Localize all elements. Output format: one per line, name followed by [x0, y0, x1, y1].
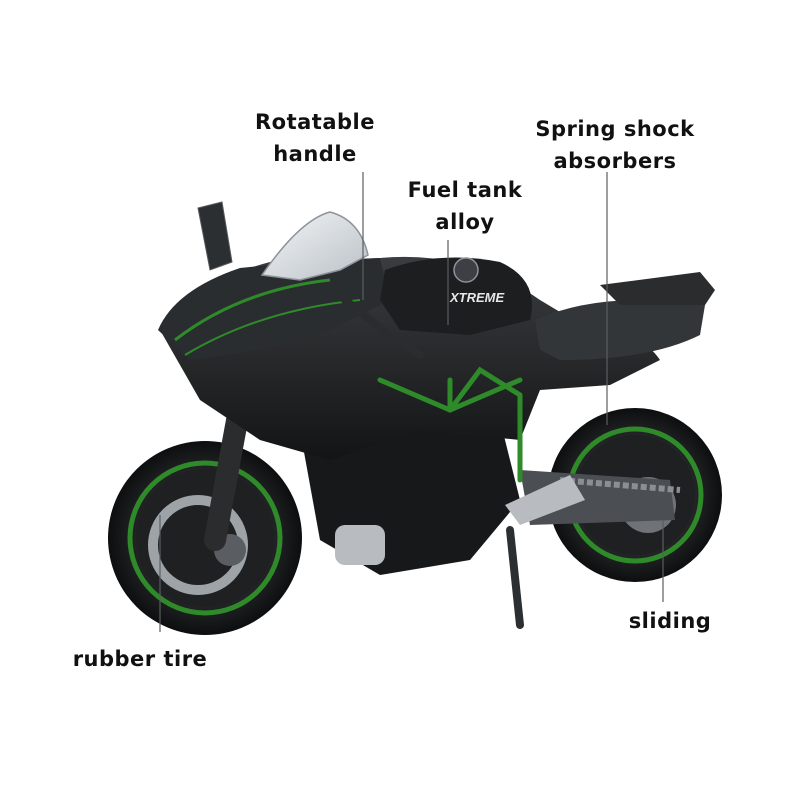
- fuel-tank: [380, 257, 532, 335]
- callout-rotatable-handle: Rotatable handle: [240, 106, 390, 170]
- chain: [559, 477, 681, 493]
- side-stand: [506, 526, 524, 629]
- tail-cowl: [600, 272, 715, 305]
- windscreen: [260, 211, 369, 281]
- callout-rubber-tire-line1: rubber tire: [72, 647, 208, 671]
- callout-spring-line2: absorbers: [553, 149, 677, 173]
- callout-rubber-tire: rubber tire: [60, 643, 220, 675]
- callout-rotatable-handle-line1: Rotatable: [255, 110, 375, 134]
- exhaust-pipe: [335, 525, 385, 565]
- callout-sliding: sliding: [620, 605, 720, 637]
- callout-spring-shock-absorbers: Spring shock absorbers: [520, 113, 710, 177]
- seat: [535, 300, 705, 360]
- trellis-frame: [377, 366, 523, 483]
- front-cowl: [158, 258, 390, 360]
- mirror: [197, 201, 233, 271]
- tank-logo: XTREME: [449, 290, 505, 305]
- footpeg-bracket: [505, 475, 585, 525]
- callout-sliding-line1: sliding: [628, 609, 712, 633]
- callout-fuel-tank-line1: Fuel tank: [407, 178, 523, 202]
- callout-spring-line1: Spring shock: [535, 117, 695, 141]
- callout-fuel-tank-alloy: Fuel tank alloy: [390, 174, 540, 238]
- handlebar: [341, 296, 424, 359]
- callout-fuel-tank-line2: alloy: [435, 210, 495, 234]
- callout-rotatable-handle-line2: handle: [273, 142, 357, 166]
- fuel-cap: [453, 257, 479, 283]
- callout-lines: [159, 172, 664, 632]
